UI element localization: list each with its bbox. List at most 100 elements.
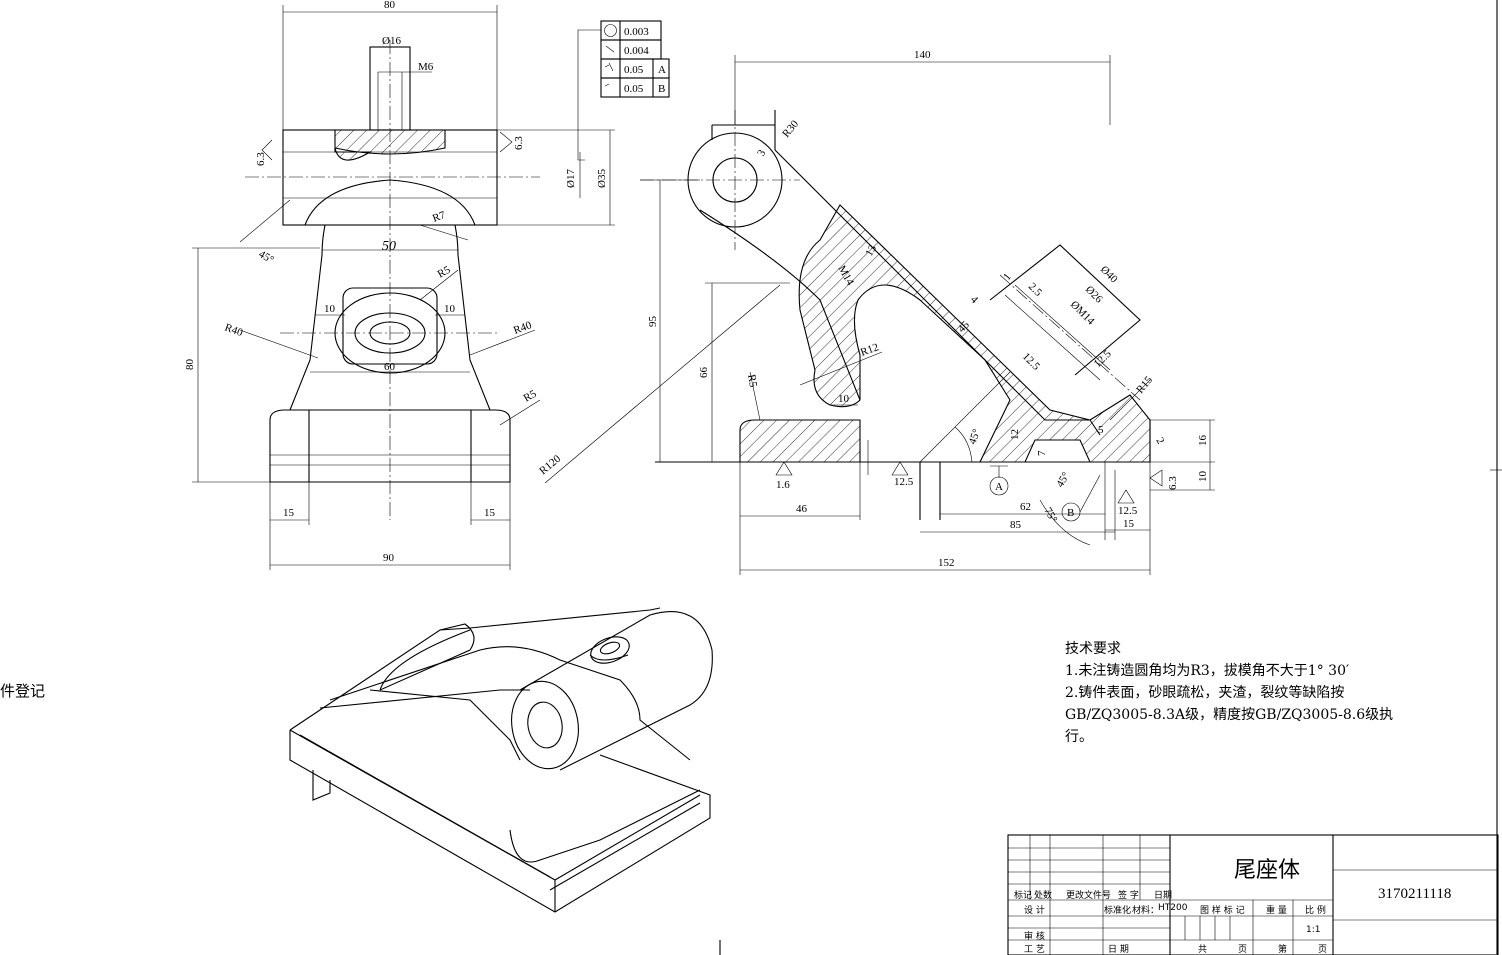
tol-datum-a: A xyxy=(658,64,666,76)
tb-ratio: 比 例 xyxy=(1305,906,1326,916)
dim-r40a: R40 xyxy=(223,322,245,340)
dim-m6: M6 xyxy=(418,61,434,73)
dim-dia17: Ø17 xyxy=(565,169,577,188)
dim-dia26: Ø26 xyxy=(1083,284,1105,306)
tb-signature: 签 字 xyxy=(1118,891,1139,901)
tb-change-doc: 更改文件号 xyxy=(1066,891,1112,901)
tb-total: 共 xyxy=(1198,945,1208,955)
technical-requirements: 技术要求 1.未注铸造圆角均为R3，拔模角不大于1° 30′ 2.铸件表面，砂眼… xyxy=(1065,638,1394,748)
tb-date: 日 期 xyxy=(1108,945,1129,955)
dim-10b: 10 xyxy=(444,303,456,315)
side-view: 140 R30 3 Ø40 Ø26 ØM14 2.5 1 45 12.5 12.… xyxy=(640,49,1215,575)
dim-62: 62 xyxy=(1020,501,1031,513)
tb-material-label: 材料： xyxy=(1132,906,1160,916)
dim-12: 12 xyxy=(1009,429,1021,440)
dim-dia35: Ø35 xyxy=(596,169,608,188)
dim-15: 15 xyxy=(1123,518,1135,530)
part-name: 尾座体 xyxy=(1234,858,1301,883)
dim-16: 16 xyxy=(1197,435,1209,447)
dim-10a: 10 xyxy=(324,303,336,315)
dim-3: 3 xyxy=(755,147,768,158)
tb-process: 工 艺 xyxy=(1024,945,1045,955)
dim-46: 46 xyxy=(796,503,808,515)
dim-r40b: R40 xyxy=(512,319,534,337)
dim-h80: 80 xyxy=(184,359,196,371)
datum-a: A xyxy=(995,481,1003,493)
roughness-6-3-left: 6.3 xyxy=(255,152,267,166)
dim-r120: R120 xyxy=(537,452,563,477)
req-heading: 技术要求 xyxy=(1065,641,1121,657)
dim-dia40: Ø40 xyxy=(1098,264,1120,286)
tb-reviewer: 审 核 xyxy=(1024,932,1045,942)
tb-sheet-unit-2: 页 xyxy=(1318,945,1328,955)
dim-dia14: ØM14 xyxy=(1068,299,1097,328)
dim-15b: 15 xyxy=(484,507,496,519)
dim-r5a: R5 xyxy=(436,264,454,281)
tb-count: 处数 xyxy=(1034,891,1053,901)
tb-weight: 重 量 xyxy=(1266,906,1287,916)
dim-width-top: 80 xyxy=(384,0,396,11)
tb-material: HT200 xyxy=(1158,903,1188,913)
tolerance-frame: 0.003 0.004 0.05 A 0.05 B xyxy=(577,20,670,161)
roughness-6-3-right: 6.3 xyxy=(513,136,525,150)
dim-45a: 45° xyxy=(967,427,984,446)
tol-parallel-b: 0.05 xyxy=(624,83,644,95)
isometric-view xyxy=(289,607,713,913)
sheet-border xyxy=(1490,0,1502,955)
drawing-number: 3170211118 xyxy=(1378,886,1452,902)
roughness-12-5-d: 12.5 xyxy=(1118,505,1138,517)
front-view: 80 Ø16 M6 50 R7 10 xyxy=(184,0,781,570)
tol-parallel-a: 0.05 xyxy=(624,64,644,76)
req-line-2: 2.铸件表面，砂眼疏松，夹渣，裂纹等缺陷按 xyxy=(1065,685,1345,701)
dim-95: 95 xyxy=(647,316,659,328)
dim-7: 7 xyxy=(1036,450,1048,456)
dim-90: 90 xyxy=(383,552,395,564)
roughness-1-6: 1.6 xyxy=(776,479,790,491)
dim-75: 75° xyxy=(1041,506,1059,525)
tb-mark: 标记 xyxy=(1014,891,1033,901)
roughness-12-5-a: 12.5 xyxy=(1020,351,1042,373)
tb-sheet: 第 xyxy=(1278,945,1288,955)
dim-10b: 10 xyxy=(1197,471,1209,483)
dim-60: 60 xyxy=(384,361,396,373)
dim-r5: R5 xyxy=(745,373,759,388)
datum-b: B xyxy=(1067,507,1074,519)
tb-standardization: 标准化 xyxy=(1104,906,1132,916)
roughness-12-5-c: 12.5 xyxy=(894,476,914,488)
dim-4: 4 xyxy=(968,294,981,307)
dim-r5b: R5 xyxy=(522,388,540,405)
side-register-label: 件登记 xyxy=(0,682,46,700)
dim-r7: R7 xyxy=(431,209,448,225)
tb-drawing-mark: 图 样 标 记 xyxy=(1200,906,1245,916)
req-line-1: 1.未注铸造圆角均为R3，拔模角不大于1° 30′ xyxy=(1065,663,1350,679)
dim-15a: 15 xyxy=(283,507,295,519)
dim-85: 85 xyxy=(1010,519,1022,531)
tb-date-col: 日期 xyxy=(1154,891,1173,901)
roughness-12-5-b: 12.5 xyxy=(1092,348,1114,370)
dim-2: 2 xyxy=(1153,436,1166,447)
dim-1: 1 xyxy=(1001,271,1014,283)
dim-45b: 45° xyxy=(1054,470,1072,489)
tb-designer: 设 计 xyxy=(1024,906,1045,916)
dim-r12: R12 xyxy=(859,341,880,359)
tol-roundness: 0.003 xyxy=(624,26,649,38)
req-line-3: GB/ZQ3005-8.3A级，精度按GB/ZQ3005-8.6级执 xyxy=(1065,707,1394,723)
tol-datum-b: B xyxy=(658,83,665,95)
tb-sheet-unit: 页 xyxy=(1238,945,1248,955)
dim-66: 66 xyxy=(698,367,710,379)
dim-2-5: 2.5 xyxy=(1026,281,1045,300)
roughness-6-3-side: 6.3 xyxy=(1167,476,1179,490)
title-block xyxy=(719,834,1499,955)
req-line-4: 行。 xyxy=(1065,729,1093,745)
dim-10: 10 xyxy=(838,393,850,405)
dim-dia16: Ø16 xyxy=(382,35,401,47)
dim-50: 50 xyxy=(382,239,396,254)
dim-152: 152 xyxy=(938,557,955,569)
tb-scale: 1:1 xyxy=(1306,925,1321,935)
dim-r30: R30 xyxy=(780,118,801,140)
tol-cylindricity: 0.004 xyxy=(624,45,649,57)
chamfer-45: 45° xyxy=(257,248,276,266)
dim-140: 140 xyxy=(914,49,931,61)
